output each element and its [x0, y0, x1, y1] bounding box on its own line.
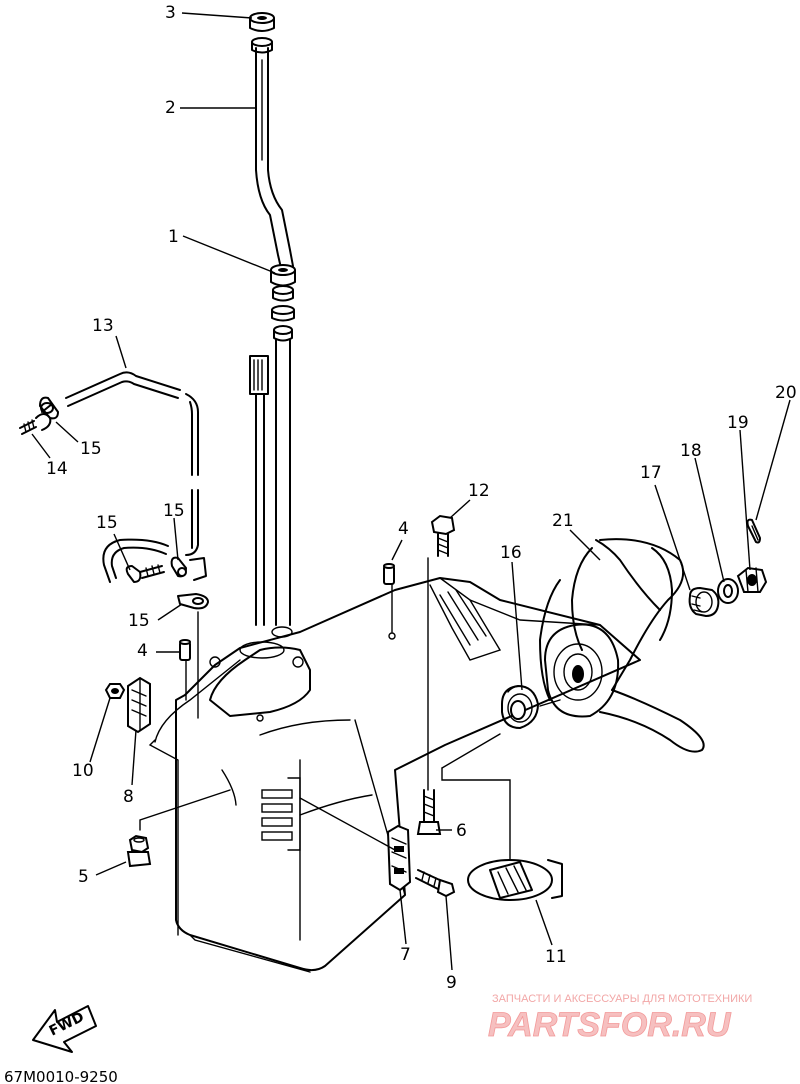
callout-12[interactable]: 12 [468, 481, 490, 501]
assembly-lines [139, 557, 561, 861]
callout-7[interactable]: 7 [400, 945, 411, 965]
callout-8[interactable]: 8 [123, 787, 134, 807]
seal-part-1 [270, 264, 296, 342]
callout-14[interactable]: 14 [46, 459, 68, 479]
clamp-part-15-right [170, 556, 207, 581]
callout-15-left[interactable]: 15 [96, 513, 118, 533]
trim-anode-part-7 [386, 824, 412, 892]
callout-15-top[interactable]: 15 [80, 439, 102, 459]
water-tube [255, 47, 294, 269]
lower-casing [148, 577, 641, 973]
callout-11[interactable]: 11 [545, 947, 567, 967]
callout-13[interactable]: 13 [92, 316, 114, 336]
callout-9[interactable]: 9 [446, 973, 457, 993]
cover-part-11 [467, 859, 563, 901]
callout-15-bottom[interactable]: 15 [128, 611, 150, 631]
dowel-pin-part-4-left [179, 639, 191, 661]
cotter-pin-part-20 [746, 518, 761, 544]
prop-nut-part-19 [736, 566, 768, 593]
watermark-brand: PARTSFOR.RU [488, 1006, 732, 1044]
callout-3[interactable]: 3 [165, 3, 176, 23]
callout-5[interactable]: 5 [78, 867, 89, 887]
callout-4-left[interactable]: 4 [137, 641, 148, 661]
callout-20[interactable]: 20 [775, 383, 797, 403]
grommet-part-3 [249, 12, 275, 54]
dowel-pin-part-4-right [383, 563, 395, 585]
callout-6[interactable]: 6 [456, 821, 467, 841]
propeller-part-21 [539, 538, 705, 753]
clamp-part-15-left [125, 564, 165, 583]
plug-part-5 [126, 834, 152, 868]
clamp-part-15-bottom [177, 593, 209, 610]
callout-18[interactable]: 18 [680, 441, 702, 461]
spacer-part-17 [688, 587, 720, 617]
watermark: ЗАПЧАСТИ И АКСЕССУАРЫ ДЛЯ МОТОТЕХНИКИ PA… [488, 993, 753, 1044]
document-number: 67M0010-9250 [4, 1068, 118, 1084]
leader-lines [31, 12, 791, 971]
bolt-part-12 [430, 514, 456, 557]
callout-numbers: 3 2 1 13 15 14 12 4 15 15 15 4 21 16 17 … [46, 3, 797, 993]
bolt-part-9 [415, 869, 456, 898]
washer-part-18 [717, 578, 739, 604]
thrust-washer-part-16 [501, 685, 539, 729]
clamp-part-15-top [39, 396, 59, 420]
callout-1[interactable]: 1 [168, 227, 179, 247]
hose-part-13 [65, 371, 199, 583]
callout-16[interactable]: 16 [500, 543, 522, 563]
forward-direction-arrow[interactable]: FWD [32, 1005, 97, 1053]
drive-shaft [249, 339, 291, 626]
callout-19[interactable]: 19 [727, 413, 749, 433]
bolt-part-6 [416, 789, 442, 835]
callout-15-mid[interactable]: 15 [163, 501, 185, 521]
callout-21[interactable]: 21 [552, 511, 574, 531]
fitting-part-14 [19, 402, 54, 435]
callout-2[interactable]: 2 [165, 98, 176, 118]
nut-part-10 [104, 683, 126, 699]
callout-17[interactable]: 17 [640, 463, 662, 483]
callout-10[interactable]: 10 [72, 761, 94, 781]
watermark-subtitle: ЗАПЧАСТИ И АКСЕССУАРЫ ДЛЯ МОТОТЕХНИКИ [492, 993, 752, 1005]
callout-4-right[interactable]: 4 [398, 519, 409, 539]
anode-part-8 [127, 676, 151, 734]
